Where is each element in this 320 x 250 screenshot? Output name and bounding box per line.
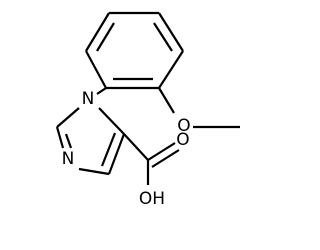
bond-c4-c5-inner bbox=[100, 132, 117, 167]
bond-c1-c2 bbox=[85, 50, 107, 89]
atom-n1: N bbox=[82, 89, 95, 109]
bond-c4-c5 bbox=[107, 133, 126, 175]
bond-c2-c3-inner bbox=[96, 22, 115, 52]
bond-n3-c4 bbox=[78, 167, 110, 176]
bond-c6-o-methoxy bbox=[158, 87, 175, 114]
structure-diagram: N N O O OH bbox=[55, 11, 240, 209]
bond-c4-c5-inner bbox=[153, 22, 173, 52]
bond-c5-c6 bbox=[158, 50, 184, 89]
bond-c2-n3-inner bbox=[64, 133, 73, 149]
atom-o-carbonyl: O bbox=[176, 130, 189, 150]
bond-c4-c5 bbox=[158, 12, 184, 52]
bond-c-o-double-b bbox=[151, 149, 180, 168]
bond-n1-c2 bbox=[56, 107, 80, 128]
atom-n3: N bbox=[62, 149, 75, 169]
atom-oh: OH bbox=[139, 189, 165, 209]
bond-c1-n1 bbox=[96, 87, 107, 95]
bond-c2-n3-outer bbox=[55, 126, 65, 149]
carboxyl-group bbox=[123, 133, 180, 185]
benzene-ring bbox=[85, 11, 184, 90]
methoxy-group bbox=[158, 87, 240, 129]
bond-c-o-double-a bbox=[147, 142, 176, 161]
atom-o-methoxy: O bbox=[177, 116, 190, 136]
bond-c5-ccooh bbox=[123, 133, 149, 161]
imidazole-ring bbox=[55, 107, 126, 176]
bond-c5-n1 bbox=[98, 107, 125, 135]
bond-c2-c3 bbox=[85, 12, 110, 52]
